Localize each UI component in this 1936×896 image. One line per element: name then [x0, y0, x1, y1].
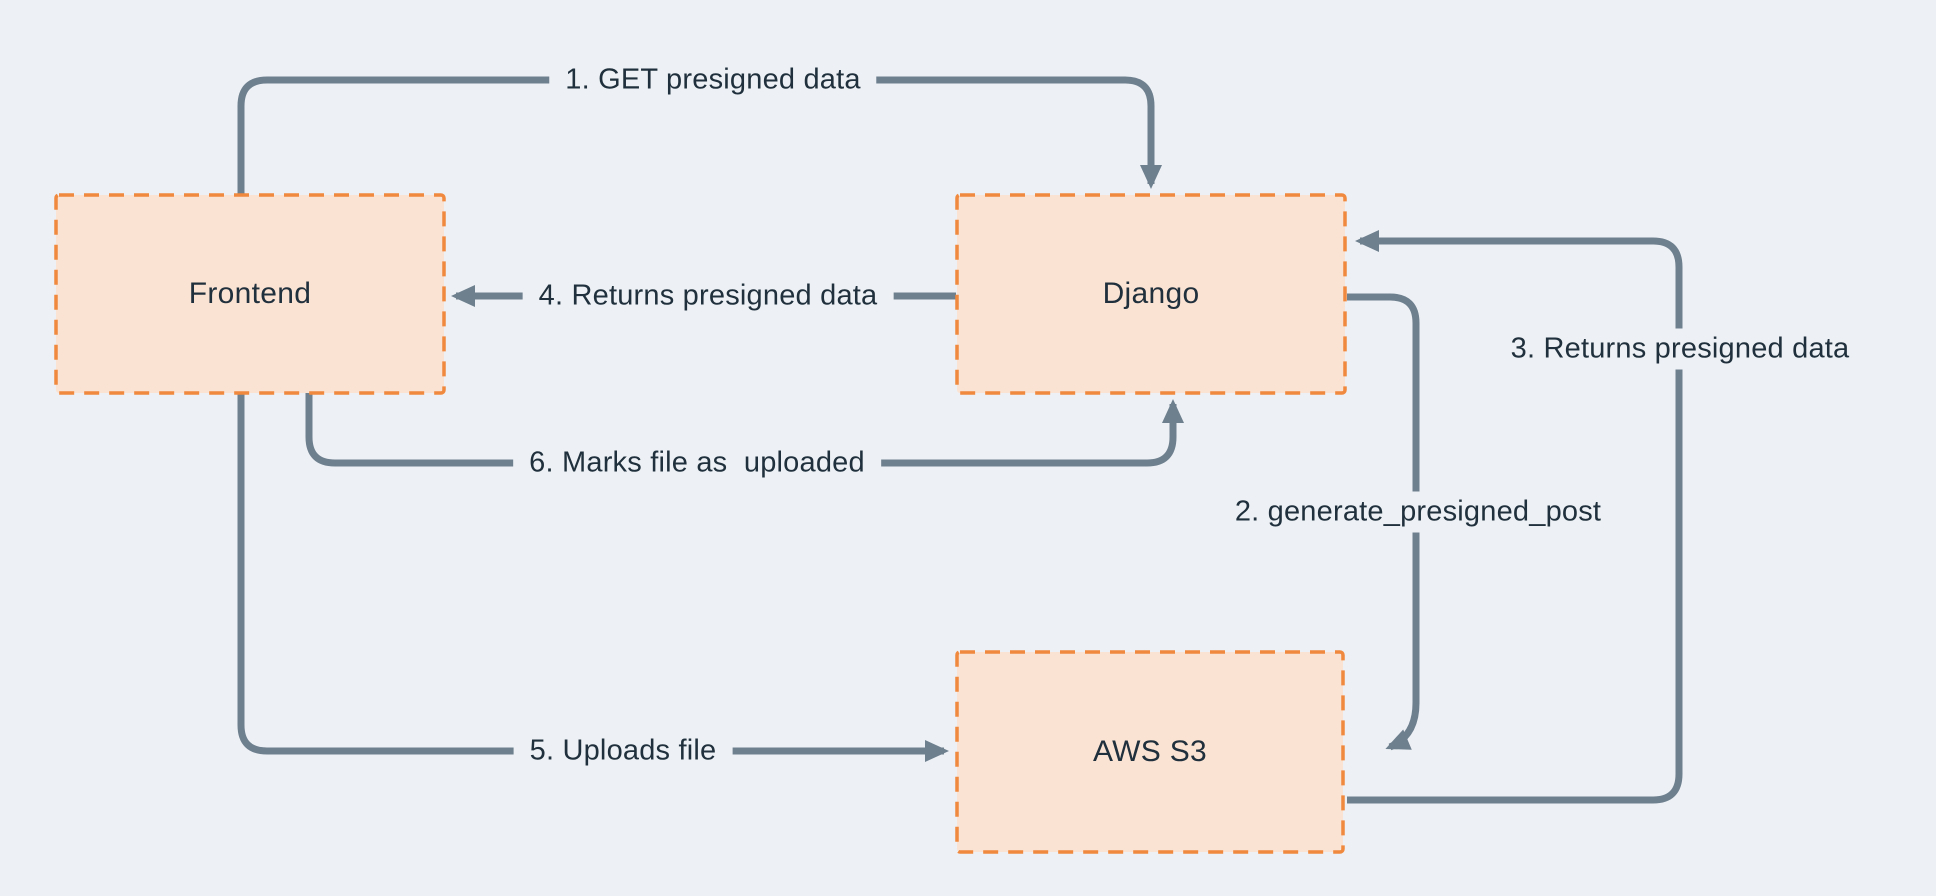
- edge-4-label: 4. Returns presigned data: [522, 275, 894, 317]
- edge-2-label: 2. generate_presigned_post: [1218, 491, 1618, 533]
- edge-6-label: 6. Marks file as uploaded: [513, 442, 881, 484]
- aws-s3-box: [955, 650, 1345, 854]
- edge-1-label: 1. GET presigned data: [549, 59, 877, 101]
- frontend-label: Frontend: [188, 277, 312, 310]
- arrow-3-s3-to-django: [1347, 230, 1683, 804]
- frontend-box: [54, 193, 446, 395]
- edge-5-label: 5. Uploads file: [513, 730, 733, 772]
- django-label: Django: [1102, 277, 1200, 310]
- django-box: [955, 193, 1347, 395]
- arrow-2-django-to-s3: [1347, 293, 1420, 751]
- aws-s3-label: AWS S3: [1092, 735, 1208, 768]
- edge-3-label: 3. Returns presigned data: [1494, 328, 1866, 370]
- arrow-5-frontend-to-s3: [237, 393, 949, 762]
